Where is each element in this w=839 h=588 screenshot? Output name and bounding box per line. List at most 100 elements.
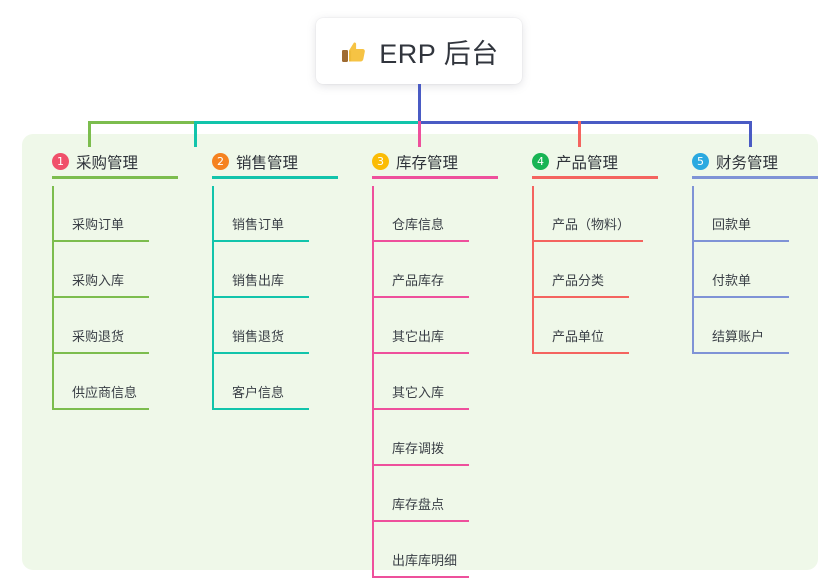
list-item-label: 产品单位 bbox=[552, 329, 605, 344]
branch-title: 库存管理 bbox=[396, 154, 459, 172]
branch-underline bbox=[52, 176, 178, 179]
root-node-title: ERP 后台 bbox=[379, 38, 499, 69]
list-item-underline bbox=[213, 408, 309, 410]
connector-stem bbox=[418, 84, 421, 123]
list-item-underline bbox=[373, 240, 469, 242]
connector-bar-blue bbox=[418, 121, 752, 124]
list-item-underline bbox=[213, 240, 309, 242]
branch-header-finance[interactable]: 5 财务管理 bbox=[674, 145, 834, 178]
branch-number-badge: 2 bbox=[212, 153, 229, 170]
root-node-erp-backend[interactable]: ERP 后台 bbox=[316, 18, 522, 84]
branch-number-badge: 1 bbox=[52, 153, 69, 170]
list-item[interactable]: 回款单 bbox=[674, 186, 834, 242]
branch-column-inventory: 3 库存管理 仓库信息 产品库存 其它出库 其它入库 库存调拨 bbox=[354, 145, 514, 578]
list-item-underline bbox=[693, 352, 789, 354]
list-item-label: 销售出库 bbox=[232, 273, 285, 288]
branch-spine bbox=[212, 186, 214, 410]
list-item[interactable]: 产品单位 bbox=[514, 298, 674, 354]
branch-underline bbox=[372, 176, 498, 179]
branch-items-finance: 回款单 付款单 结算账户 bbox=[674, 186, 834, 354]
list-item[interactable]: 采购退货 bbox=[34, 298, 194, 354]
list-item-label: 采购入库 bbox=[72, 273, 125, 288]
connector-drop-4 bbox=[578, 121, 581, 147]
branch-number-badge: 3 bbox=[372, 153, 389, 170]
branch-title: 产品管理 bbox=[556, 154, 619, 172]
list-item-label: 仓库信息 bbox=[392, 217, 445, 232]
list-item-label: 供应商信息 bbox=[72, 385, 138, 400]
connector-drop-5 bbox=[749, 121, 752, 147]
list-item-underline bbox=[693, 296, 789, 298]
list-item[interactable]: 采购订单 bbox=[34, 186, 194, 242]
list-item-label: 产品库存 bbox=[392, 273, 445, 288]
branch-header-sales[interactable]: 2 销售管理 bbox=[194, 145, 354, 178]
list-item[interactable]: 其它出库 bbox=[354, 298, 514, 354]
branch-number-badge: 5 bbox=[692, 153, 709, 170]
branch-header-product[interactable]: 4 产品管理 bbox=[514, 145, 674, 178]
list-item-underline bbox=[533, 296, 629, 298]
branch-underline bbox=[212, 176, 338, 179]
list-item-label: 回款单 bbox=[712, 217, 752, 232]
connector-drop-1 bbox=[88, 121, 91, 147]
list-item-label: 产品分类 bbox=[552, 273, 605, 288]
list-item-label: 库存盘点 bbox=[392, 497, 445, 512]
list-item[interactable]: 销售出库 bbox=[194, 242, 354, 298]
list-item[interactable]: 库存调拨 bbox=[354, 410, 514, 466]
list-item-underline bbox=[53, 240, 149, 242]
list-item-underline bbox=[373, 464, 469, 466]
branch-column-finance: 5 财务管理 回款单 付款单 结算账户 bbox=[674, 145, 834, 354]
connector-drop-2 bbox=[194, 121, 197, 147]
branch-spine bbox=[52, 186, 54, 410]
list-item[interactable]: 销售退货 bbox=[194, 298, 354, 354]
list-item-label: 出库库明细 bbox=[392, 553, 458, 568]
list-item-label: 其它入库 bbox=[392, 385, 445, 400]
branch-header-inventory[interactable]: 3 库存管理 bbox=[354, 145, 514, 178]
list-item-underline bbox=[213, 352, 309, 354]
branch-items-inventory: 仓库信息 产品库存 其它出库 其它入库 库存调拨 库存盘点 bbox=[354, 186, 514, 578]
list-item[interactable]: 出库库明细 bbox=[354, 522, 514, 578]
branch-column-product: 4 产品管理 产品（物料） 产品分类 产品单位 bbox=[514, 145, 674, 354]
list-item[interactable]: 采购入库 bbox=[34, 242, 194, 298]
branch-number-badge: 4 bbox=[532, 153, 549, 170]
list-item-underline bbox=[373, 576, 469, 578]
list-item[interactable]: 产品分类 bbox=[514, 242, 674, 298]
connector-bar-teal bbox=[194, 121, 419, 124]
list-item[interactable]: 产品（物料） bbox=[514, 186, 674, 242]
list-item[interactable]: 其它入库 bbox=[354, 354, 514, 410]
list-item-label: 采购订单 bbox=[72, 217, 125, 232]
list-item-label: 其它出库 bbox=[392, 329, 445, 344]
list-item[interactable]: 仓库信息 bbox=[354, 186, 514, 242]
list-item[interactable]: 库存盘点 bbox=[354, 466, 514, 522]
list-item-underline bbox=[373, 296, 469, 298]
branch-spine bbox=[532, 186, 534, 354]
branch-items-product: 产品（物料） 产品分类 产品单位 bbox=[514, 186, 674, 354]
thumbs-up-icon bbox=[339, 37, 369, 67]
list-item-label: 客户信息 bbox=[232, 385, 285, 400]
list-item-underline bbox=[213, 296, 309, 298]
branch-title: 销售管理 bbox=[236, 154, 299, 172]
branch-title: 财务管理 bbox=[716, 154, 779, 172]
list-item-underline bbox=[373, 520, 469, 522]
list-item-label: 结算账户 bbox=[712, 329, 765, 344]
connector-drop-3 bbox=[418, 121, 421, 147]
list-item-underline bbox=[693, 240, 789, 242]
branch-items-purchasing: 采购订单 采购入库 采购退货 供应商信息 bbox=[34, 186, 194, 410]
list-item[interactable]: 供应商信息 bbox=[34, 354, 194, 410]
list-item-underline bbox=[533, 240, 643, 242]
branch-column-purchasing: 1 采购管理 采购订单 采购入库 采购退货 供应商信息 bbox=[34, 145, 194, 410]
branch-column-sales: 2 销售管理 销售订单 销售出库 销售退货 客户信息 bbox=[194, 145, 354, 410]
list-item[interactable]: 付款单 bbox=[674, 242, 834, 298]
list-item-underline bbox=[53, 296, 149, 298]
list-item-label: 付款单 bbox=[712, 273, 752, 288]
branch-header-purchasing[interactable]: 1 采购管理 bbox=[34, 145, 194, 178]
list-item[interactable]: 结算账户 bbox=[674, 298, 834, 354]
branch-spine bbox=[372, 186, 374, 578]
branch-underline bbox=[532, 176, 658, 179]
list-item-underline bbox=[373, 352, 469, 354]
list-item[interactable]: 销售订单 bbox=[194, 186, 354, 242]
list-item[interactable]: 产品库存 bbox=[354, 242, 514, 298]
list-item-label: 销售订单 bbox=[232, 217, 285, 232]
list-item[interactable]: 客户信息 bbox=[194, 354, 354, 410]
list-item-label: 采购退货 bbox=[72, 329, 125, 344]
list-item-underline bbox=[373, 408, 469, 410]
